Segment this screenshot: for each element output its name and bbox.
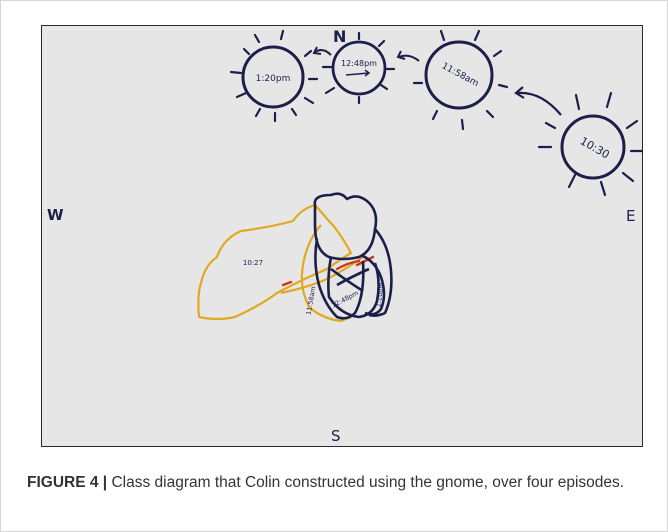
caption-text: Class diagram that Colin constructed usi…	[107, 474, 624, 491]
figure-label: FIGURE 4	[27, 474, 98, 491]
compass-south: S	[331, 427, 341, 445]
figure-caption: FIGURE 4 | Class diagram that Colin cons…	[27, 471, 647, 494]
compass-east: E	[626, 207, 635, 225]
figure-sketch: N E S W 1:20pm	[41, 25, 643, 447]
compass-north: N	[333, 27, 346, 46]
shadow-label-1027: 10:27	[243, 259, 263, 267]
sun-1320-time: 1:20pm	[256, 74, 291, 84]
sun-1248-time: 12:48pm	[341, 59, 377, 68]
compass-west: W	[47, 206, 64, 224]
